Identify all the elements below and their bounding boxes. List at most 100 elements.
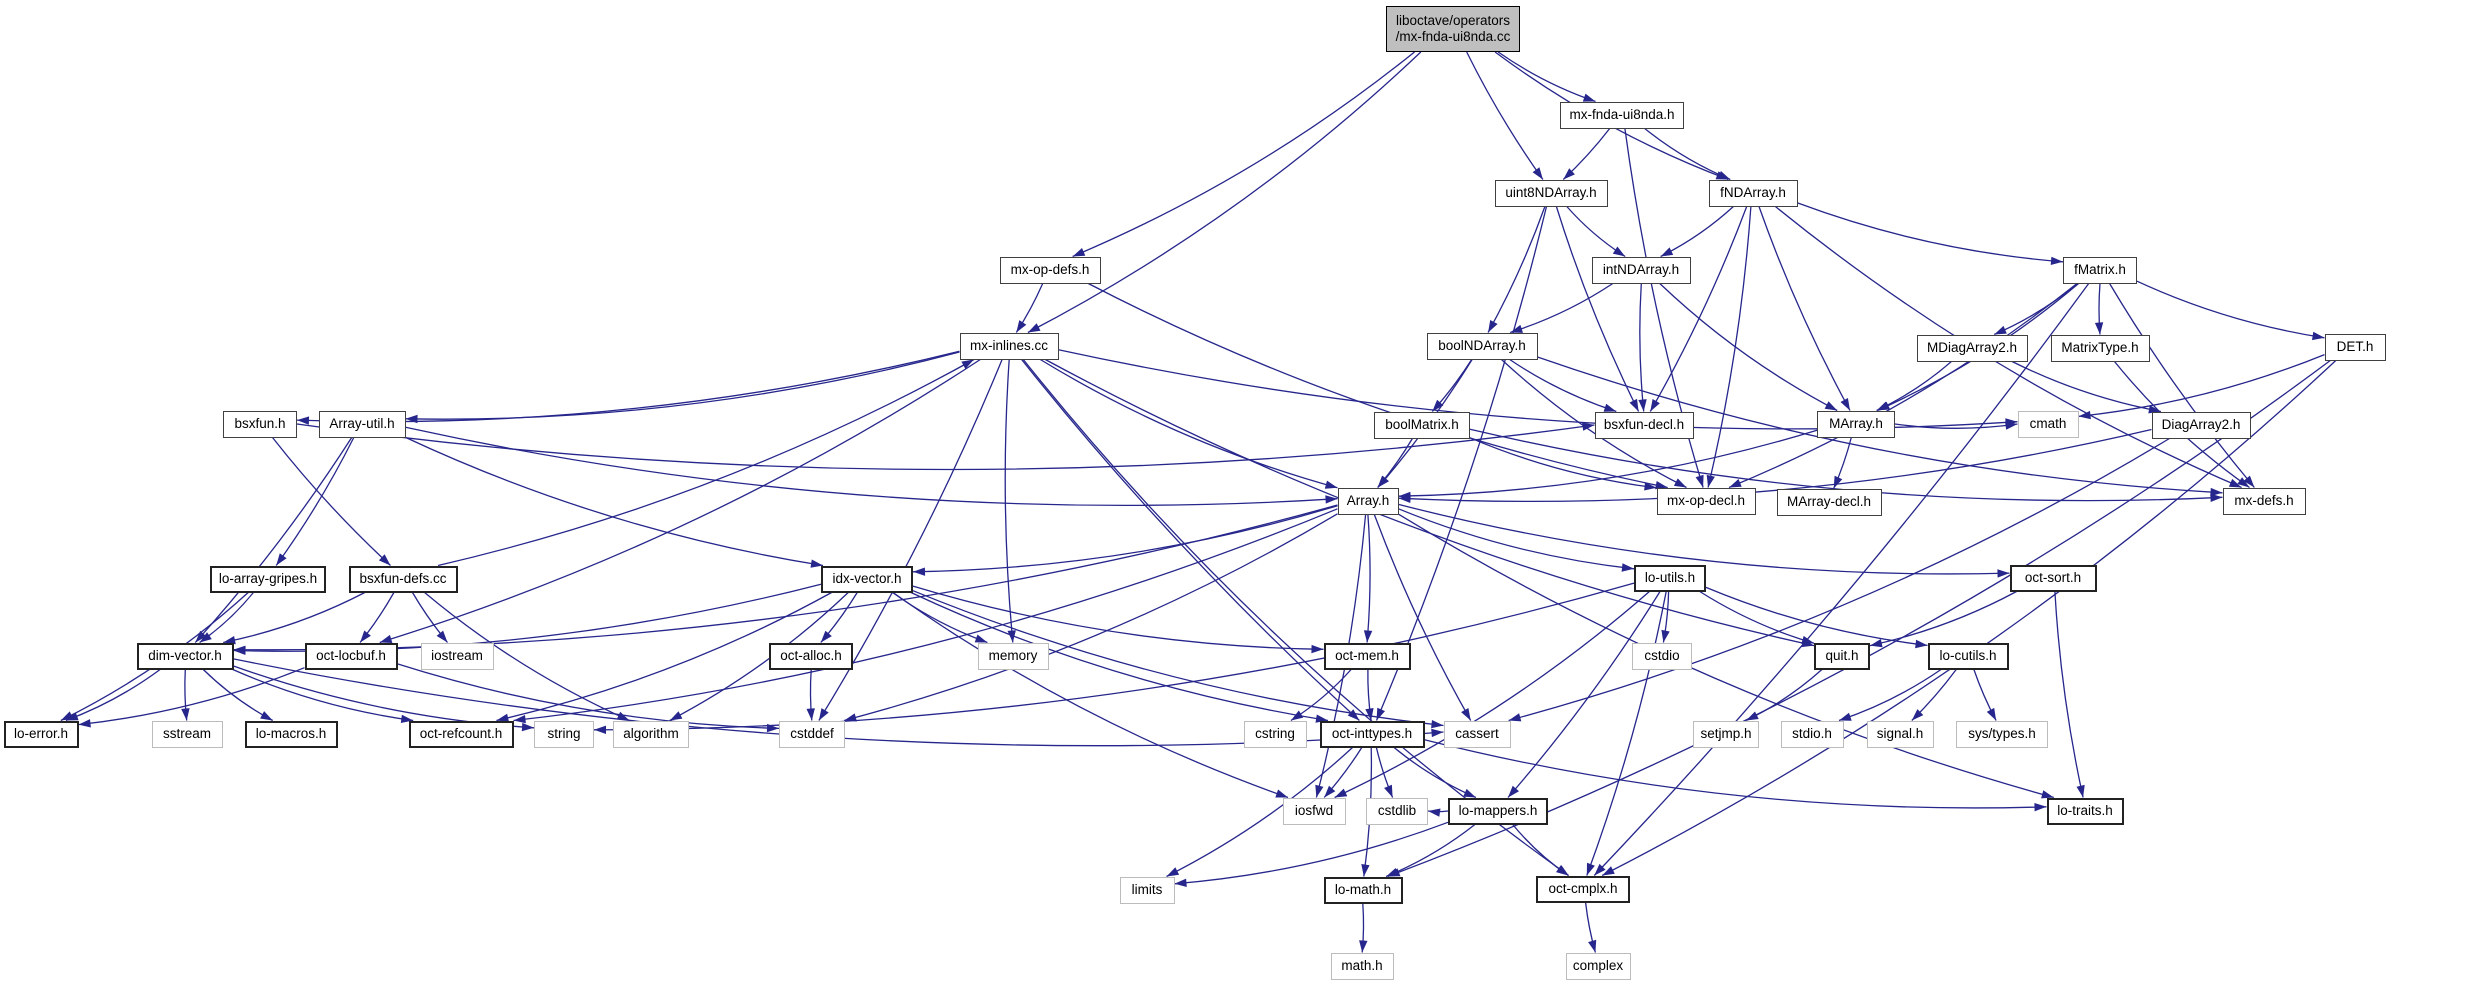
arrowhead — [1334, 788, 1348, 798]
node-lo-mappers.h[interactable]: lo-mappers.h — [1448, 797, 1548, 825]
node-bsxfun.h[interactable]: bsxfun.h — [223, 410, 297, 438]
node-dim-vector.h[interactable]: dim-vector.h — [136, 642, 234, 670]
arrowhead — [961, 359, 974, 369]
node-oct-inttypes.h[interactable]: oct-inttypes.h — [1319, 720, 1425, 748]
arrowhead — [1311, 644, 1324, 654]
node-MArray-decl.h[interactable]: MArray-decl.h — [1776, 488, 1882, 516]
edge-fMatrix.h-to-DET.h — [2136, 280, 2325, 339]
arrowhead — [1398, 494, 1411, 503]
node-oct-locbuf.h[interactable]: oct-locbuf.h — [304, 642, 398, 670]
node-mx-op-defs.h[interactable]: mx-op-defs.h — [999, 256, 1101, 284]
arrowhead — [1508, 785, 1519, 798]
node-cstddef[interactable]: cstddef — [779, 720, 845, 748]
edge-idx-vector.h-to-oct-refcount.h — [496, 591, 832, 722]
edge-lo-utils.h-to-quit.h — [1699, 590, 1815, 644]
node-algorithm[interactable]: algorithm — [613, 720, 689, 748]
node-idx-vector.h[interactable]: idx-vector.h — [821, 565, 913, 593]
node-uint8NDArray.h[interactable]: uint8NDArray.h — [1494, 179, 1608, 207]
node-bsxfun-defs.cc[interactable]: bsxfun-defs.cc — [348, 565, 458, 593]
node-stdio.h[interactable]: stdio.h — [1780, 720, 1844, 748]
edge-lo-utils.h-to-lo-cutils.h — [1705, 586, 1928, 647]
edge-mx-inlines.cc-to-oct-locbuf.h — [379, 358, 981, 644]
node-cassert[interactable]: cassert — [1443, 720, 1511, 748]
node-root[interactable]: liboctave/operators /mx-fnda-ui8nda.cc — [1386, 6, 1520, 52]
node-lo-error.h[interactable]: lo-error.h — [3, 720, 79, 748]
node-lo-macros.h[interactable]: lo-macros.h — [244, 720, 338, 748]
arrowhead — [379, 634, 393, 643]
node-mx-inlines.cc[interactable]: mx-inlines.cc — [959, 332, 1059, 360]
edge-boolMatrix.h-to-mx-op-decl.h — [1469, 437, 1657, 489]
node-limits[interactable]: limits — [1119, 876, 1175, 904]
node-DET.h[interactable]: DET.h — [2324, 333, 2386, 361]
edge-mx-inlines.cc-to-Array.h — [1039, 358, 1338, 489]
arrowhead — [1602, 866, 1615, 876]
arrowhead — [1612, 246, 1626, 257]
node-mx-op-decl.h[interactable]: mx-op-decl.h — [1656, 487, 1756, 515]
node-sstream[interactable]: sstream — [151, 720, 223, 748]
node-oct-sort.h[interactable]: oct-sort.h — [2009, 564, 2097, 592]
node-string[interactable]: string — [534, 720, 594, 748]
arrowhead — [818, 708, 829, 721]
node-mx-fnda-ui8nda.h[interactable]: mx-fnda-ui8nda.h — [1560, 101, 1684, 129]
edge-Array.h-to-lo-utils.h — [1398, 508, 1635, 570]
node-MDiagArray2.h[interactable]: MDiagArray2.h — [1916, 334, 2028, 362]
node-MatrixType.h[interactable]: MatrixType.h — [2050, 334, 2150, 362]
edge-mx-fnda-ui8nda.h-to-fNDArray.h — [1644, 127, 1731, 181]
arrowhead — [1431, 728, 1444, 738]
edge-lo-mappers.h-to-limits — [1174, 821, 1449, 885]
node-lo-utils.h[interactable]: lo-utils.h — [1634, 564, 1706, 592]
edge-DET.h-to-cmath — [2078, 353, 2325, 418]
node-cstdlib[interactable]: cstdlib — [1366, 797, 1428, 825]
arrowhead — [1532, 167, 1543, 180]
node-cstring[interactable]: cstring — [1243, 720, 1307, 748]
edge-boolNDArray.h-to-mx-defs.h — [1537, 356, 2223, 494]
node-Array.h[interactable]: Array.h — [1337, 487, 1399, 515]
node-boolMatrix.h[interactable]: boolMatrix.h — [1374, 411, 1470, 439]
edge-Array.h-to-lo-traits.h — [1398, 513, 2054, 799]
edge-uint8NDArray.h-to-boolNDArray.h — [1487, 206, 1546, 333]
node-iosfwd[interactable]: iosfwd — [1282, 797, 1346, 825]
node-lo-traits.h[interactable]: lo-traits.h — [2046, 797, 2124, 825]
arrowhead — [1463, 788, 1476, 798]
edge-mx-inlines.cc-to-oct-inttypes.h — [1021, 359, 1360, 721]
node-DiagArray2.h[interactable]: DiagArray2.h — [2151, 411, 2251, 439]
arrowhead — [1594, 863, 1606, 876]
node-Array-util.h[interactable]: Array-util.h — [318, 410, 406, 438]
arrowhead — [233, 646, 246, 655]
arrowhead — [436, 630, 448, 643]
node-cmath[interactable]: cmath — [2017, 410, 2079, 438]
node-setjmp.h[interactable]: setjmp.h — [1693, 720, 1759, 748]
node-MArray.h[interactable]: MArray.h — [1817, 410, 1895, 438]
node-sys/types.h[interactable]: sys/types.h — [1956, 720, 2048, 748]
node-fMatrix.h[interactable]: fMatrix.h — [2063, 256, 2137, 284]
node-signal.h[interactable]: signal.h — [1866, 720, 1934, 748]
node-lo-cutils.h[interactable]: lo-cutils.h — [1927, 642, 2009, 670]
arrowhead — [1386, 868, 1399, 877]
node-complex[interactable]: complex — [1565, 952, 1631, 980]
arrowhead — [1588, 939, 1597, 953]
node-fNDArray.h[interactable]: fNDArray.h — [1708, 179, 1798, 207]
edge-fMatrix.h-to-mx-defs.h — [2109, 283, 2255, 488]
node-lo-array-gripes.h[interactable]: lo-array-gripes.h — [210, 565, 326, 593]
node-oct-refcount.h[interactable]: oct-refcount.h — [408, 720, 514, 748]
arrowhead — [1324, 480, 1338, 489]
node-mx-defs.h[interactable]: mx-defs.h — [2222, 487, 2306, 515]
node-bsxfun-decl.h[interactable]: bsxfun-decl.h — [1594, 411, 1694, 439]
node-oct-cmplx.h[interactable]: oct-cmplx.h — [1536, 875, 1630, 903]
arrowhead — [1695, 474, 1704, 488]
node-boolNDArray.h[interactable]: boolNDArray.h — [1426, 332, 1538, 360]
edge-root-to-uint8NDArray.h — [1466, 51, 1544, 180]
node-math.h[interactable]: math.h — [1330, 952, 1394, 980]
node-iostream[interactable]: iostream — [420, 642, 494, 670]
node-oct-alloc.h[interactable]: oct-alloc.h — [769, 642, 853, 670]
node-memory[interactable]: memory — [977, 642, 1049, 670]
edge-oct-locbuf.h-to-cstddef — [397, 663, 780, 730]
node-intNDArray.h[interactable]: intNDArray.h — [1591, 256, 1691, 284]
node-oct-mem.h[interactable]: oct-mem.h — [1323, 642, 1411, 670]
arrowhead — [594, 725, 606, 734]
node-quit.h[interactable]: quit.h — [1814, 642, 1870, 670]
arrowhead — [1824, 401, 1838, 411]
edge-MDiagArray2.h-to-DiagArray2.h — [2011, 360, 2162, 413]
node-lo-math.h[interactable]: lo-math.h — [1323, 876, 1403, 904]
node-cstdio[interactable]: cstdio — [1632, 642, 1692, 670]
